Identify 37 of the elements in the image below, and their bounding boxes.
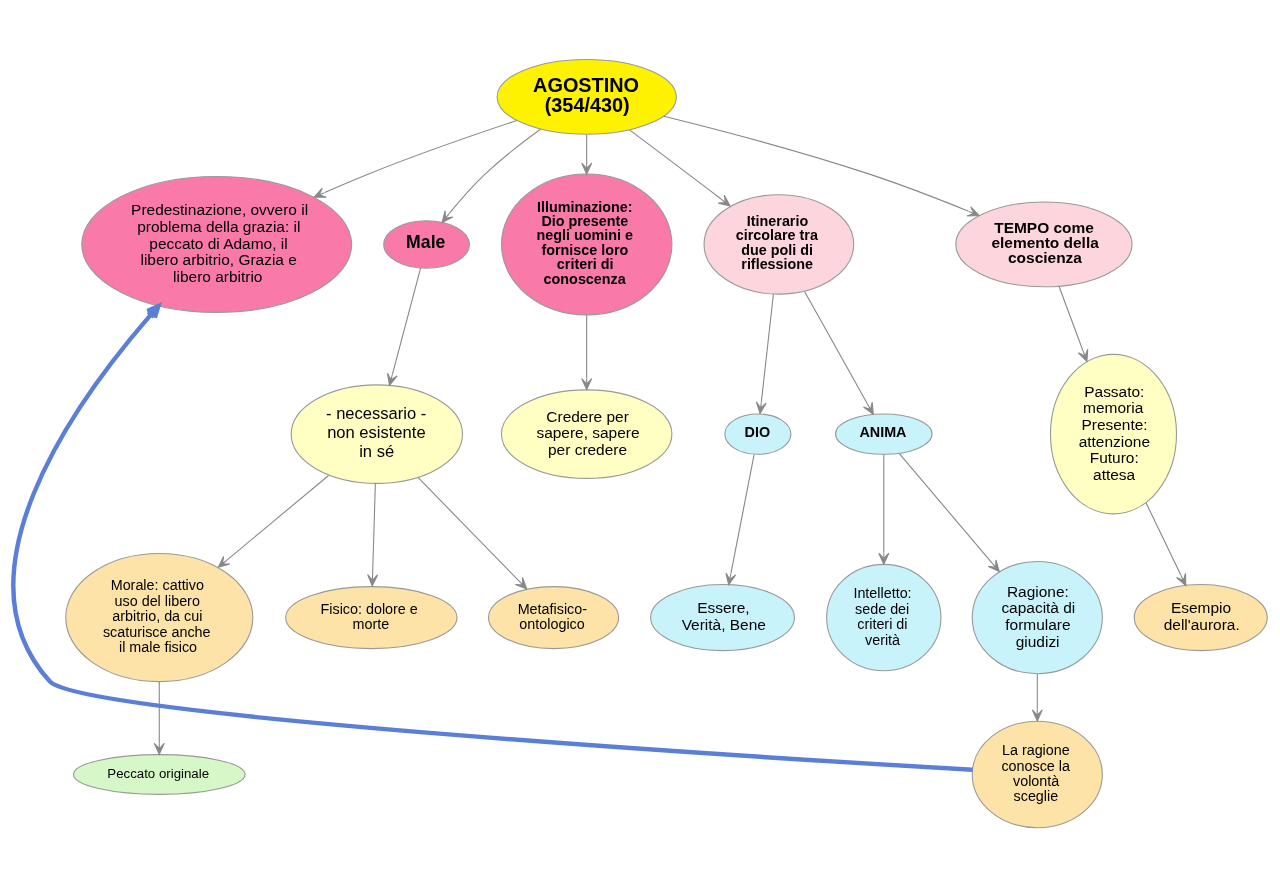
node-ellipse: Credere per sapere, sapere per credere bbox=[500, 388, 673, 479]
arrow bbox=[629, 129, 731, 206]
arrow bbox=[386, 266, 422, 386]
arrow bbox=[1058, 285, 1089, 362]
arrow bbox=[11, 303, 973, 772]
arrow bbox=[725, 453, 755, 585]
arrow bbox=[313, 119, 518, 198]
node-ellipse: Illuminazione: Dio presente negli uomini e fornisce loro criteri di conoscenza bbox=[500, 172, 673, 315]
arrow bbox=[417, 476, 528, 589]
arrow bbox=[878, 453, 890, 565]
node-ellipse: DIO bbox=[724, 412, 792, 455]
node-ellipse: Esempio dell'aurora. bbox=[1133, 583, 1268, 651]
arrow bbox=[153, 681, 165, 755]
node-ellipse: La ragione conosce la volontà sceglie bbox=[971, 720, 1103, 828]
node-ellipse: AGOSTINO (354/430) bbox=[496, 58, 677, 135]
node-ellipse: TEMPO come elemento della coscienza bbox=[955, 201, 1133, 287]
arrow bbox=[1145, 501, 1187, 586]
node-ellipse: Fisico: dolore e morte bbox=[285, 585, 458, 649]
arrow bbox=[663, 115, 980, 217]
arrow bbox=[367, 482, 379, 586]
node-ellipse: - necessario - non esistente in sé bbox=[290, 383, 464, 484]
arrow bbox=[1031, 673, 1043, 721]
node-ellipse: Metafisico-ontologico bbox=[487, 585, 620, 649]
arrow bbox=[441, 128, 541, 223]
node-ellipse: Passato: memoria Presente: attenzione Futuro: attesa bbox=[1049, 353, 1178, 514]
node-ellipse: ANIMA bbox=[835, 412, 933, 455]
arrow bbox=[898, 452, 1000, 572]
arrow bbox=[581, 133, 593, 175]
arrow bbox=[755, 293, 774, 414]
arrow bbox=[581, 313, 593, 390]
node-circle: Intelletto: sede dei criteri di verità bbox=[826, 563, 942, 671]
node-ellipse: Male bbox=[383, 219, 470, 269]
arrow bbox=[217, 474, 330, 568]
node-ellipse: Predestinazione, ovvero il problema della grazia: il peccato di Adamo, il libero arbitrio, Grazia e libero arbitrio bbox=[81, 175, 353, 313]
node-ellipse: Essere, Verità, Bene bbox=[650, 583, 795, 651]
arrow bbox=[803, 290, 874, 415]
node-ellipse: Peccato originale bbox=[72, 753, 246, 795]
